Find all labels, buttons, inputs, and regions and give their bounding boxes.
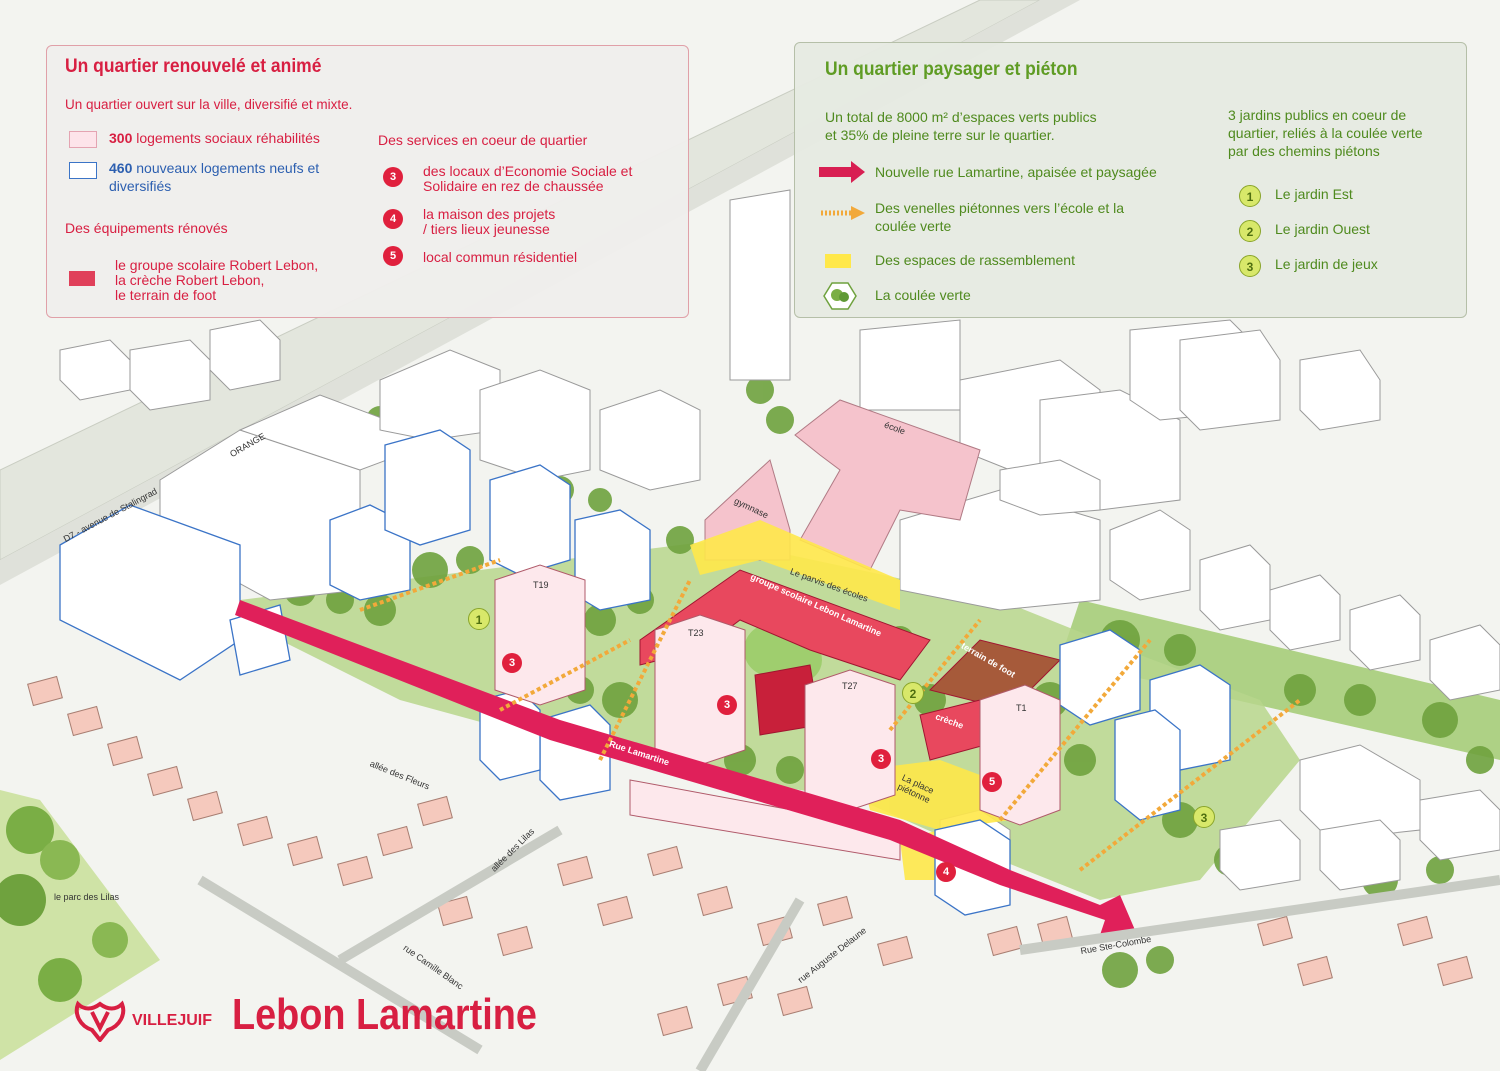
marker-service-3: 3: [502, 653, 522, 673]
label-parc-lilas: le parc des Lilas: [54, 892, 120, 902]
legend-300-num: 300: [109, 130, 133, 146]
service-3-line2: Solidaire en rez de chaussée: [423, 178, 604, 194]
jardins-intro-2: quartier, reliés à la coulée verte: [1228, 125, 1423, 141]
intro-line-2: et 35% de pleine terre sur le quartier.: [825, 127, 1055, 143]
brand-name: VILLEJUIF: [132, 1012, 213, 1029]
venelle-arrow-icon: [821, 206, 865, 220]
marker-service-3: 3: [871, 749, 891, 769]
service-4-line1: la maison des projets: [423, 206, 556, 222]
label-eglise: Eglise Sainte Colombe: [1334, 765, 1384, 783]
marker-jardin-1: 1: [468, 608, 490, 630]
equip-heading: Des équipements rénovés: [65, 220, 228, 236]
service-3-line1: des locaux d’Economie Sociale et: [423, 163, 633, 179]
legend-coulee: La coulée verte: [875, 287, 971, 303]
coulee-verte-icon: [823, 282, 857, 310]
jardins-intro-3: par des chemins piétons: [1228, 143, 1380, 159]
legend-rue: Nouvelle rue Lamartine, apaisée et paysa…: [875, 164, 1157, 180]
service-4-badge: 4: [383, 209, 403, 229]
venelles: [359, 558, 1302, 872]
marker-service-4: 4: [936, 862, 956, 882]
service-4-line2: / tiers lieux jeunesse: [423, 221, 550, 237]
ecole-building: [794, 399, 981, 571]
panel-subtitle: Un quartier ouvert sur la ville, diversi…: [65, 97, 353, 112]
service-5-badge: 5: [383, 246, 403, 266]
legend-300: 300 logements sociaux réhabilités: [109, 130, 320, 147]
equip-2: la crèche Robert Lebon,: [115, 272, 265, 288]
jardin-3-label: Le jardin de jeux: [1275, 256, 1378, 272]
swatch-social-housing: [69, 131, 97, 148]
swatch-equipment: [69, 271, 95, 286]
legend-460-text-1: nouveaux logements neufs et: [136, 160, 320, 176]
social-housing: [494, 564, 1061, 861]
tower-t27: [804, 669, 896, 811]
legend-rassemblement: Des espaces de rassemblement: [875, 252, 1075, 268]
legend-panel-landscape: Un quartier paysager et piéton Un total …: [794, 42, 1467, 318]
roads: [197, 825, 1500, 1071]
new-housing: [59, 429, 1231, 916]
equip-1: le groupe scolaire Robert Lebon,: [115, 257, 319, 273]
service-3-badge: 3: [383, 167, 403, 187]
label-t19: T19: [533, 580, 549, 590]
houses: [27, 675, 1473, 1037]
legend-460-text-2: diversifiés: [109, 178, 172, 194]
label-t27: T27: [842, 681, 858, 691]
legend-460: 460 nouveaux logements neufs et: [109, 160, 319, 177]
legend-venelles-2: coulée verte: [875, 218, 952, 234]
marker-jardin-3: 3: [1193, 806, 1215, 828]
label-t23: T23: [688, 628, 704, 638]
jardin-3-badge: 3: [1239, 255, 1261, 277]
panel-title: Un quartier renouvelé et animé: [65, 56, 322, 77]
marker-jardin-2: 2: [902, 682, 924, 704]
swatch-new-housing: [69, 162, 97, 179]
rue-lamartine-arrow: [235, 600, 1135, 935]
jardin-2-label: Le jardin Ouest: [1275, 221, 1370, 237]
jardin-1-badge: 1: [1239, 185, 1261, 207]
intro-line-1: Un total de 8000 m² d’espaces verts publ…: [825, 109, 1097, 125]
legend-venelles-1: Des venelles piétonnes vers l’école et l…: [875, 200, 1125, 216]
equip-3: le terrain de foot: [115, 287, 217, 303]
service-5-line1: local commun résidentiel: [423, 249, 578, 265]
services-heading: Des services en coeur de quartier: [378, 132, 588, 148]
jardin-2-badge: 2: [1239, 220, 1261, 242]
legend-460-num: 460: [109, 160, 133, 176]
swatch-gathering: [825, 254, 851, 268]
marker-service-3: 3: [717, 695, 737, 715]
label-t1: T1: [1016, 703, 1027, 713]
jardin-1-label: Le jardin Est: [1275, 186, 1353, 202]
legend-panel-renewed: Un quartier renouvelé et animé Un quarti…: [46, 45, 689, 318]
rue-arrow-icon: [819, 161, 865, 183]
villejuif-logo: [74, 1000, 126, 1042]
marker-service-5: 5: [982, 772, 1002, 792]
panel-title: Un quartier paysager et piéton: [825, 59, 1078, 80]
tower-t1: [979, 684, 1061, 826]
page-title: Lebon Lamartine: [232, 990, 537, 1039]
jardins-intro-1: 3 jardins publics en coeur de: [1228, 107, 1407, 123]
context-buildings: [59, 189, 1500, 911]
parc-des-lilas: [0, 790, 160, 1060]
legend-300-text: logements sociaux réhabilités: [136, 130, 320, 146]
